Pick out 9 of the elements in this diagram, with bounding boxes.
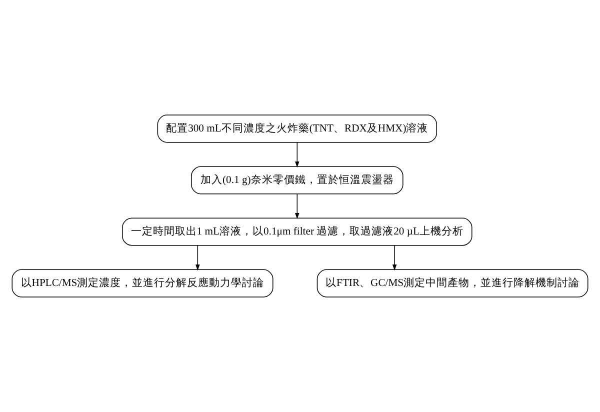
- arrow: [196, 245, 200, 271]
- arrow: [295, 194, 300, 220]
- arrow: [392, 245, 397, 271]
- arrow: [295, 142, 300, 168]
- node-box: 以FTIR、GC/MS測定中間產物，並進行降解機制討論: [316, 269, 588, 298]
- node-box: 以HPLC/MS測定濃度，並進行分解反應動力學討論: [12, 269, 274, 298]
- node-box: 配置300 mL不同濃度之火炸藥(TNT、RDX及HMX)溶液: [157, 114, 438, 143]
- node-box: 加入(0.1 g)奈米零價鐵，置於恒溫震盪器: [191, 166, 404, 194]
- node-box: 一定時間取出1 mL溶液，以0.1μm filter 過濾，取過濾液20 µL上機分析: [122, 218, 472, 246]
